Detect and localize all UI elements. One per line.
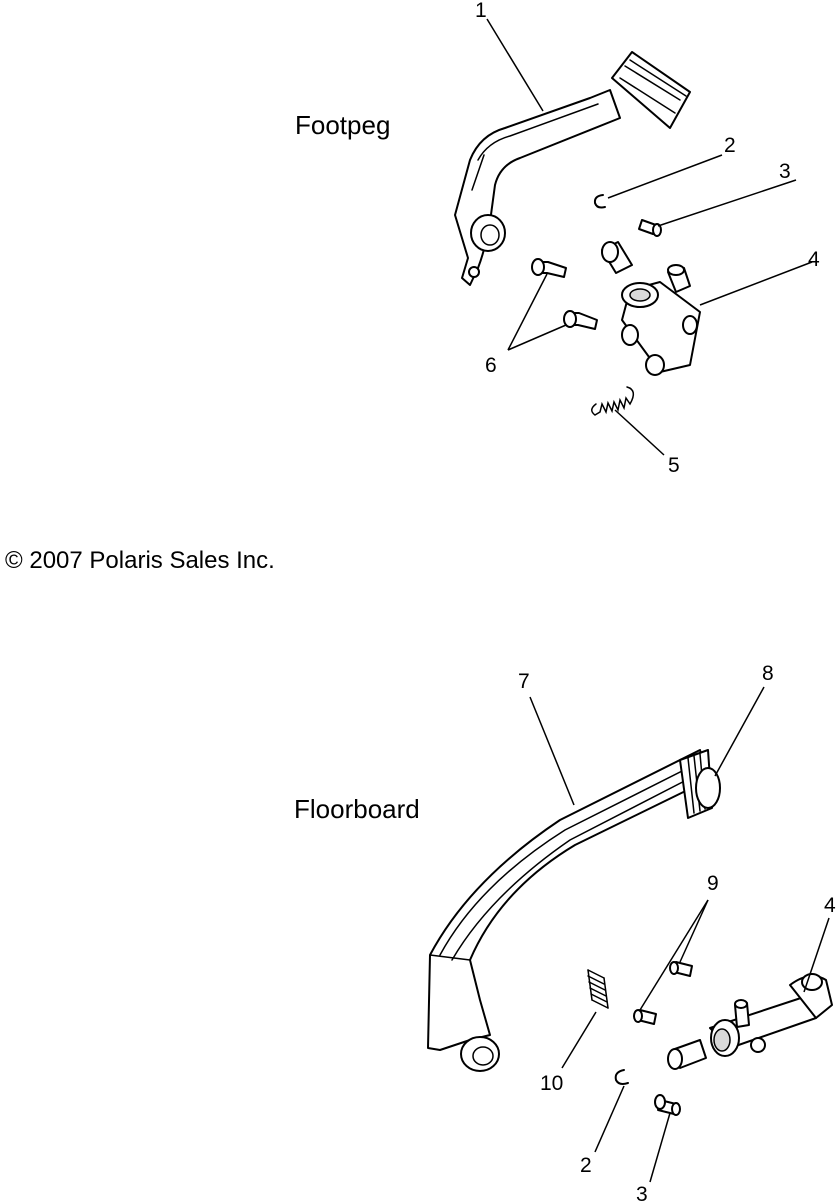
clip-part-2 [593,194,606,209]
callout-6: 6 [485,354,497,377]
brake-pedal-floorboard [427,749,709,1072]
master-cylinder-top [601,241,701,376]
callout-4-bottom: 4 [824,894,836,917]
leader-2-bottom [594,1085,625,1153]
pin-part-3-bottom [654,1094,681,1116]
spring-part-10 [587,969,609,1009]
brake-pedal-footpeg [454,51,691,286]
leader-7 [529,696,575,806]
master-cylinder-bottom [667,973,833,1070]
callout-3-bottom: 3 [636,1183,648,1204]
callout-4: 4 [808,248,820,271]
leader-6-b [507,324,567,351]
callout-3: 3 [779,160,791,183]
pin-part-3 [638,219,662,237]
pedal-pad-part-8 [679,749,721,819]
callout-2-bottom: 2 [580,1154,592,1177]
leader-3 [657,179,797,227]
bolt-part-6-b [563,310,598,330]
copyright-notice: © 2007 Polaris Sales Inc. [5,547,275,574]
leader-2 [607,154,723,199]
spring-part-5 [591,386,635,416]
leader-10 [561,1011,597,1069]
leader-8 [714,686,765,777]
callout-8: 8 [762,662,774,685]
clip-part-2-bottom [614,1069,629,1085]
leader-4-bottom [803,917,830,993]
callout-2: 2 [724,134,736,157]
callout-7: 7 [518,670,530,693]
leader-3-bottom [649,1112,671,1183]
leader-9-b [679,899,709,963]
pin-part-9-a [633,1009,657,1025]
callout-1: 1 [475,0,487,22]
leader-6-a [507,273,548,351]
pin-part-9-b [669,961,693,977]
leader-4 [699,261,813,306]
leader-1 [486,18,544,112]
leader-9-a [639,899,709,1011]
leader-5 [614,409,665,456]
callout-9: 9 [707,872,719,895]
section-title-footpeg: Footpeg [295,110,390,140]
section-title-floorboard: Floorboard [294,794,420,824]
callout-5: 5 [668,454,680,477]
bolt-part-6-a [531,258,567,278]
callout-10: 10 [540,1072,563,1095]
